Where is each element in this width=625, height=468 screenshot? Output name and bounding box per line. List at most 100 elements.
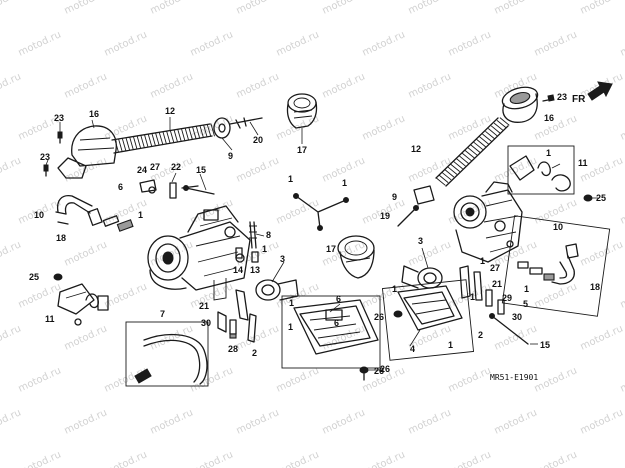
screw-25-left — [53, 273, 63, 281]
choke-linkage-right — [397, 185, 435, 227]
jet-set-6-left — [87, 208, 134, 232]
watermark-text: motod.ru — [619, 365, 625, 394]
callout-30-right: 30 — [512, 312, 522, 322]
watermark-text: motod.ru — [149, 407, 195, 436]
callout-9-right: 9 — [392, 192, 397, 202]
callout-9-left: 9 — [228, 151, 233, 161]
watermark-text: motod.ru — [493, 0, 539, 17]
air-cover-left — [57, 125, 117, 179]
watermark-text: motod.ru — [321, 0, 367, 17]
watermark-text: motod.ru — [63, 407, 109, 436]
watermark-text: motod.ru — [579, 0, 625, 17]
watermark-text: motod.ru — [533, 113, 579, 142]
float-bowl-6-left — [281, 295, 381, 369]
diagram-code: MR51-E1901 — [490, 373, 538, 382]
carburetor-body-right — [453, 181, 523, 263]
watermark-text: motod.ru — [407, 407, 453, 436]
watermark-text: motod.ru — [619, 281, 625, 310]
rod-15-right — [489, 313, 529, 345]
callout-20: 20 — [253, 135, 263, 145]
air-funnel-left — [286, 93, 318, 129]
callout-7: 7 — [160, 309, 165, 319]
leader-lines — [45, 117, 598, 371]
watermark-text: motod.ru — [189, 449, 235, 468]
callout-21-right: 21 — [492, 279, 502, 289]
watermark-text: motod.ru — [149, 323, 195, 352]
watermark-text: motod.ru — [103, 449, 149, 468]
watermark-text: motod.ru — [63, 0, 109, 17]
watermark-text: motod.ru — [235, 323, 281, 352]
screw-23-left-a — [57, 131, 63, 144]
adjust-screws-21-30-28 — [217, 289, 257, 343]
callout-14: 14 — [233, 265, 243, 275]
callout-2-right: 2 — [478, 330, 483, 340]
callout-2-left: 2 — [252, 348, 257, 358]
watermark-text: motod.ru — [0, 155, 23, 184]
callout-19: 19 — [380, 211, 390, 221]
watermark-text: motod.ru — [17, 29, 63, 58]
callout-13: 13 — [250, 265, 260, 275]
watermark-text: motod.ru — [235, 155, 281, 184]
watermark-text: motod.ru — [407, 71, 453, 100]
callout-3-right: 3 — [418, 236, 423, 246]
callout-1-right-a: 1 — [546, 148, 551, 158]
watermark-text: motod.ru — [361, 29, 407, 58]
callout-25-right: 25 — [596, 193, 606, 203]
callout-1-rod-a: 1 — [288, 174, 293, 184]
watermark-text: motod.ru — [533, 365, 579, 394]
callout-1-right-f: 1 — [470, 292, 475, 302]
callout-11-left: 11 — [45, 314, 55, 324]
watermark-text: motod.ru — [149, 0, 195, 17]
callout-23-left-a: 23 — [54, 113, 64, 123]
callout-10-left: 10 — [34, 210, 44, 220]
callout-30-left: 30 — [201, 318, 211, 328]
callout-16-left: 16 — [89, 109, 99, 119]
watermark-text: motod.ru — [619, 29, 625, 58]
watermark-text: motod.ru — [235, 71, 281, 100]
callout-24: 24 — [137, 165, 147, 175]
callout-1-right-d: 1 — [392, 284, 397, 294]
callout-1-rod-b: 1 — [342, 178, 347, 188]
callout-1-left-a: 1 — [138, 210, 143, 220]
callout-15-right: 15 — [540, 340, 550, 350]
watermark-text: motod.ru — [235, 0, 281, 17]
callout-17-left: 17 — [297, 145, 307, 155]
watermark-text: motod.ru — [579, 323, 625, 352]
callout-17-center: 17 — [326, 244, 336, 254]
callout-28: 28 — [228, 344, 238, 354]
callout-6-center: 6 — [336, 294, 341, 304]
callout-1-right-e: 1 — [448, 340, 453, 350]
watermark-text: motod.ru — [533, 29, 579, 58]
needle-8 — [249, 221, 257, 249]
air-funnel-center — [337, 235, 375, 279]
watermark-text: motod.ru — [361, 113, 407, 142]
float-bowl-4-right — [381, 279, 475, 361]
front-arrow — [587, 81, 613, 101]
callout-29: 29 — [502, 293, 512, 303]
watermark-text: motod.ru — [493, 407, 539, 436]
watermark-text: motod.ru — [63, 155, 109, 184]
callout-27-right: 27 — [490, 263, 500, 273]
callout-16-right: 16 — [544, 113, 554, 123]
hose-18-left — [55, 194, 93, 225]
callout-23-right: 23 — [557, 92, 567, 102]
watermark-text: motod.ru — [275, 29, 321, 58]
watermark-text: motod.ru — [0, 0, 23, 17]
watermark-text: motod.ru — [533, 449, 579, 468]
watermark-text: motod.ru — [321, 71, 367, 100]
front-marker-label: FR — [572, 94, 586, 105]
callout-18-right: 18 — [590, 282, 600, 292]
screw-23-right — [542, 94, 555, 102]
watermark-text: motod.ru — [321, 407, 367, 436]
callout-18-left: 18 — [56, 233, 66, 243]
watermark-text: motod.ru — [63, 71, 109, 100]
watermark-text: motod.ru — [0, 323, 23, 352]
watermark-text: motod.ru — [361, 449, 407, 468]
callout-12-right: 12 — [411, 144, 421, 154]
callout-4: 4 — [410, 344, 415, 354]
center-part-3 — [255, 279, 299, 301]
spring-tube-right — [435, 117, 510, 187]
watermark-text: motod.ru — [0, 71, 23, 100]
